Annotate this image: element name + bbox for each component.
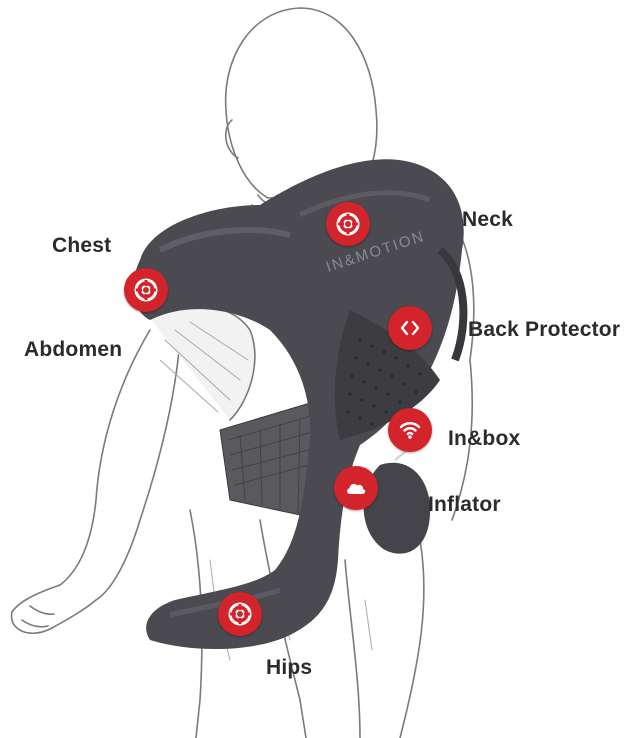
hips-label: Hips (266, 656, 312, 680)
inbox-marker (388, 408, 432, 452)
neck-marker (326, 202, 370, 246)
cloud-icon (343, 475, 369, 501)
inflator-label: Inflator (428, 493, 501, 517)
inbox-label: In&box (448, 427, 520, 451)
back-protector-label: Back Protector (468, 318, 620, 342)
chest-abdomen-marker (124, 268, 168, 312)
inflator-marker (334, 466, 378, 510)
lifebuoy-icon (335, 211, 361, 237)
neck-label: Neck (462, 208, 513, 232)
abdomen-label: Abdomen (24, 338, 122, 362)
code-brackets-icon (398, 316, 422, 340)
lifebuoy-icon (133, 277, 159, 303)
wifi-icon (397, 417, 423, 443)
lifebuoy-icon (227, 601, 253, 627)
back-protector-marker (388, 306, 432, 350)
chest-label: Chest (52, 234, 111, 258)
hips-marker (218, 592, 262, 636)
